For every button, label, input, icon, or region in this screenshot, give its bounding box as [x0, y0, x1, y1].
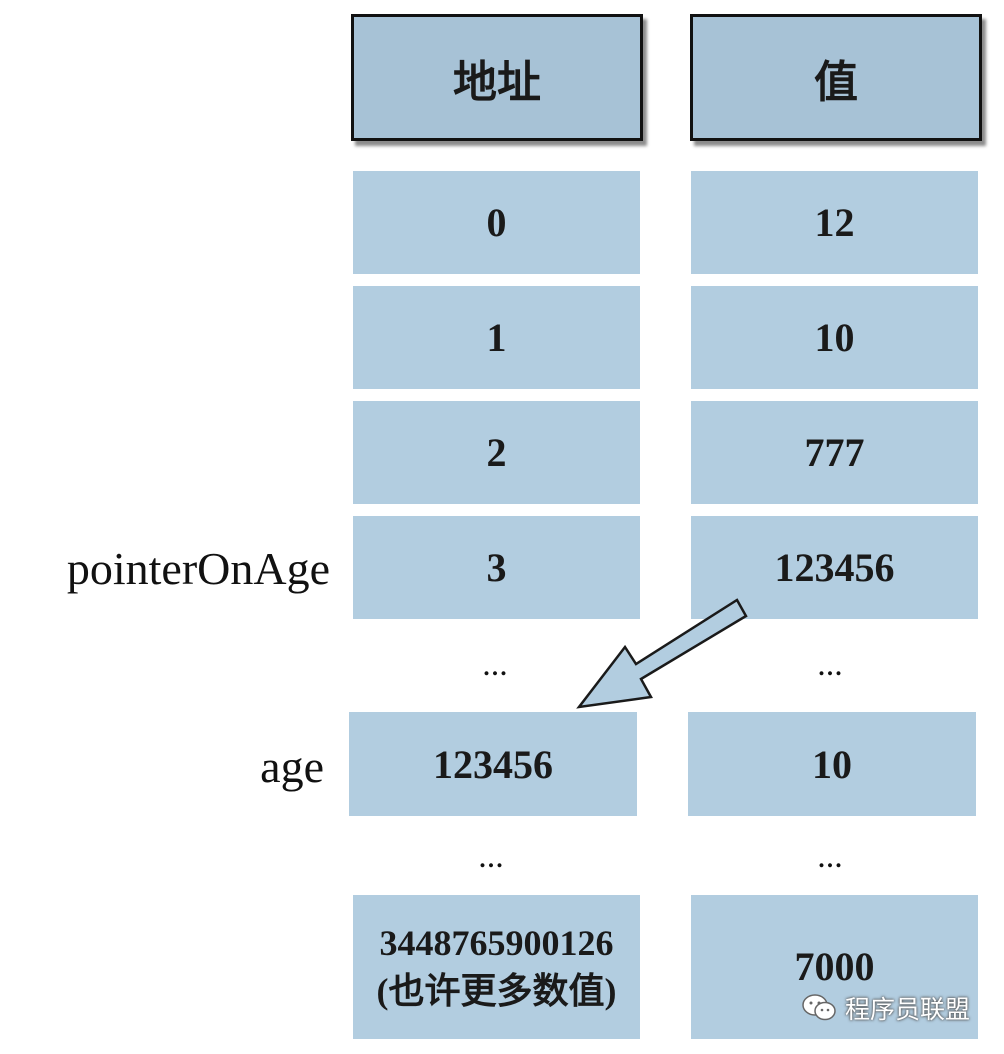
address-cell-age: 123456	[349, 712, 637, 816]
value-cell-1: 10	[691, 286, 978, 389]
value-cell-age: 10	[688, 712, 976, 816]
value-cell-0: 12	[691, 171, 978, 274]
ellipsis-address-2: ...	[478, 838, 504, 875]
ellipsis-value-2: ...	[817, 838, 843, 875]
address-cell-1: 1	[353, 286, 640, 389]
address-cell-2: 2	[353, 401, 640, 504]
address-cell-0: 0	[353, 171, 640, 274]
ellipsis-address-1: ...	[482, 646, 508, 683]
value-cell-2: 777	[691, 401, 978, 504]
value-last-text: 7000	[794, 944, 875, 989]
watermark: 程序员联盟	[801, 990, 970, 1026]
address-last-line1: 3448765900126	[379, 923, 614, 963]
address-cell-3: 3	[353, 516, 640, 619]
wechat-icon	[801, 993, 837, 1023]
watermark-text: 程序员联盟	[844, 995, 970, 1024]
age-label: age	[260, 741, 324, 792]
ellipsis-value-1: ...	[817, 646, 843, 683]
header-value: 值	[690, 14, 982, 141]
header-address: 地址	[351, 14, 643, 141]
address-last-line2: (也许更多数值)	[376, 971, 617, 1011]
pointer-label: pointerOnAge	[66, 543, 330, 594]
address-cell-last: 3448765900126 (也许更多数值)	[353, 895, 640, 1039]
